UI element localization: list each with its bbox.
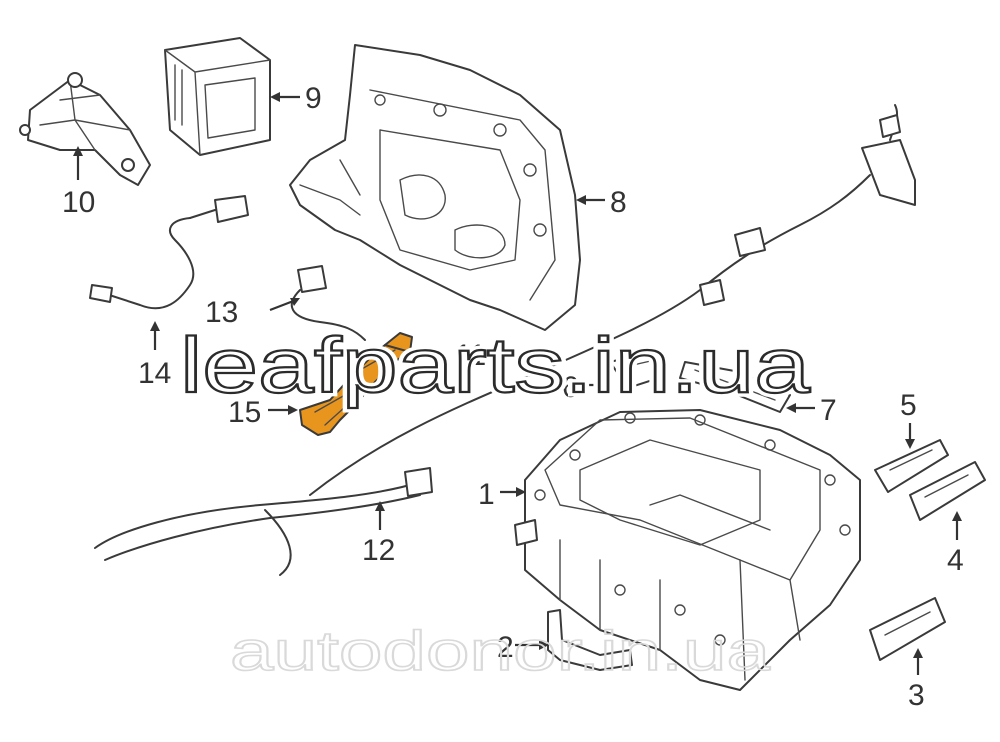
part-8-assembly <box>289 44 581 331</box>
label-8: 8 <box>610 186 627 219</box>
leader-lines <box>73 92 962 675</box>
label-14: 14 <box>138 357 171 390</box>
label-2: 2 <box>497 631 514 664</box>
label-9: 9 <box>305 82 322 115</box>
label-10: 10 <box>62 186 95 219</box>
part-5-plate <box>874 439 949 493</box>
part-14-harness <box>89 195 249 310</box>
part-15-highlighted-component <box>299 332 413 436</box>
part-number-labels: 9 8 10 13 14 11 15 6 7 5 1 12 4 2 3 <box>62 82 964 712</box>
part-1-inverter <box>514 409 861 691</box>
label-15: 15 <box>228 396 261 429</box>
label-7: 7 <box>820 394 837 427</box>
part-12-cable <box>94 104 916 576</box>
part-2-bracket <box>547 609 633 671</box>
label-5: 5 <box>900 389 917 422</box>
label-6: 6 <box>562 371 579 404</box>
part-10-bracket <box>19 72 151 186</box>
label-13: 13 <box>205 296 238 329</box>
label-12: 12 <box>362 534 395 567</box>
label-3: 3 <box>908 679 925 712</box>
watermark-primary-halo: leafparts.in.ua <box>180 321 811 409</box>
part-7-plate <box>679 361 791 413</box>
watermark-primary-text: leafparts.in.ua <box>180 321 811 409</box>
part-3-plate <box>869 597 946 661</box>
watermark-primary: leafparts.in.ua leafparts.in.ua <box>176 317 816 414</box>
label-4: 4 <box>947 544 964 577</box>
part-9-module <box>164 37 271 156</box>
part-4-plate <box>909 461 986 521</box>
part-15-body <box>299 337 411 436</box>
part-15-clip <box>384 332 413 353</box>
watermark-secondary: autodonor.in.ua <box>230 619 771 682</box>
part-6-pad <box>609 351 669 389</box>
label-1: 1 <box>478 478 495 511</box>
label-11: 11 <box>455 339 486 372</box>
